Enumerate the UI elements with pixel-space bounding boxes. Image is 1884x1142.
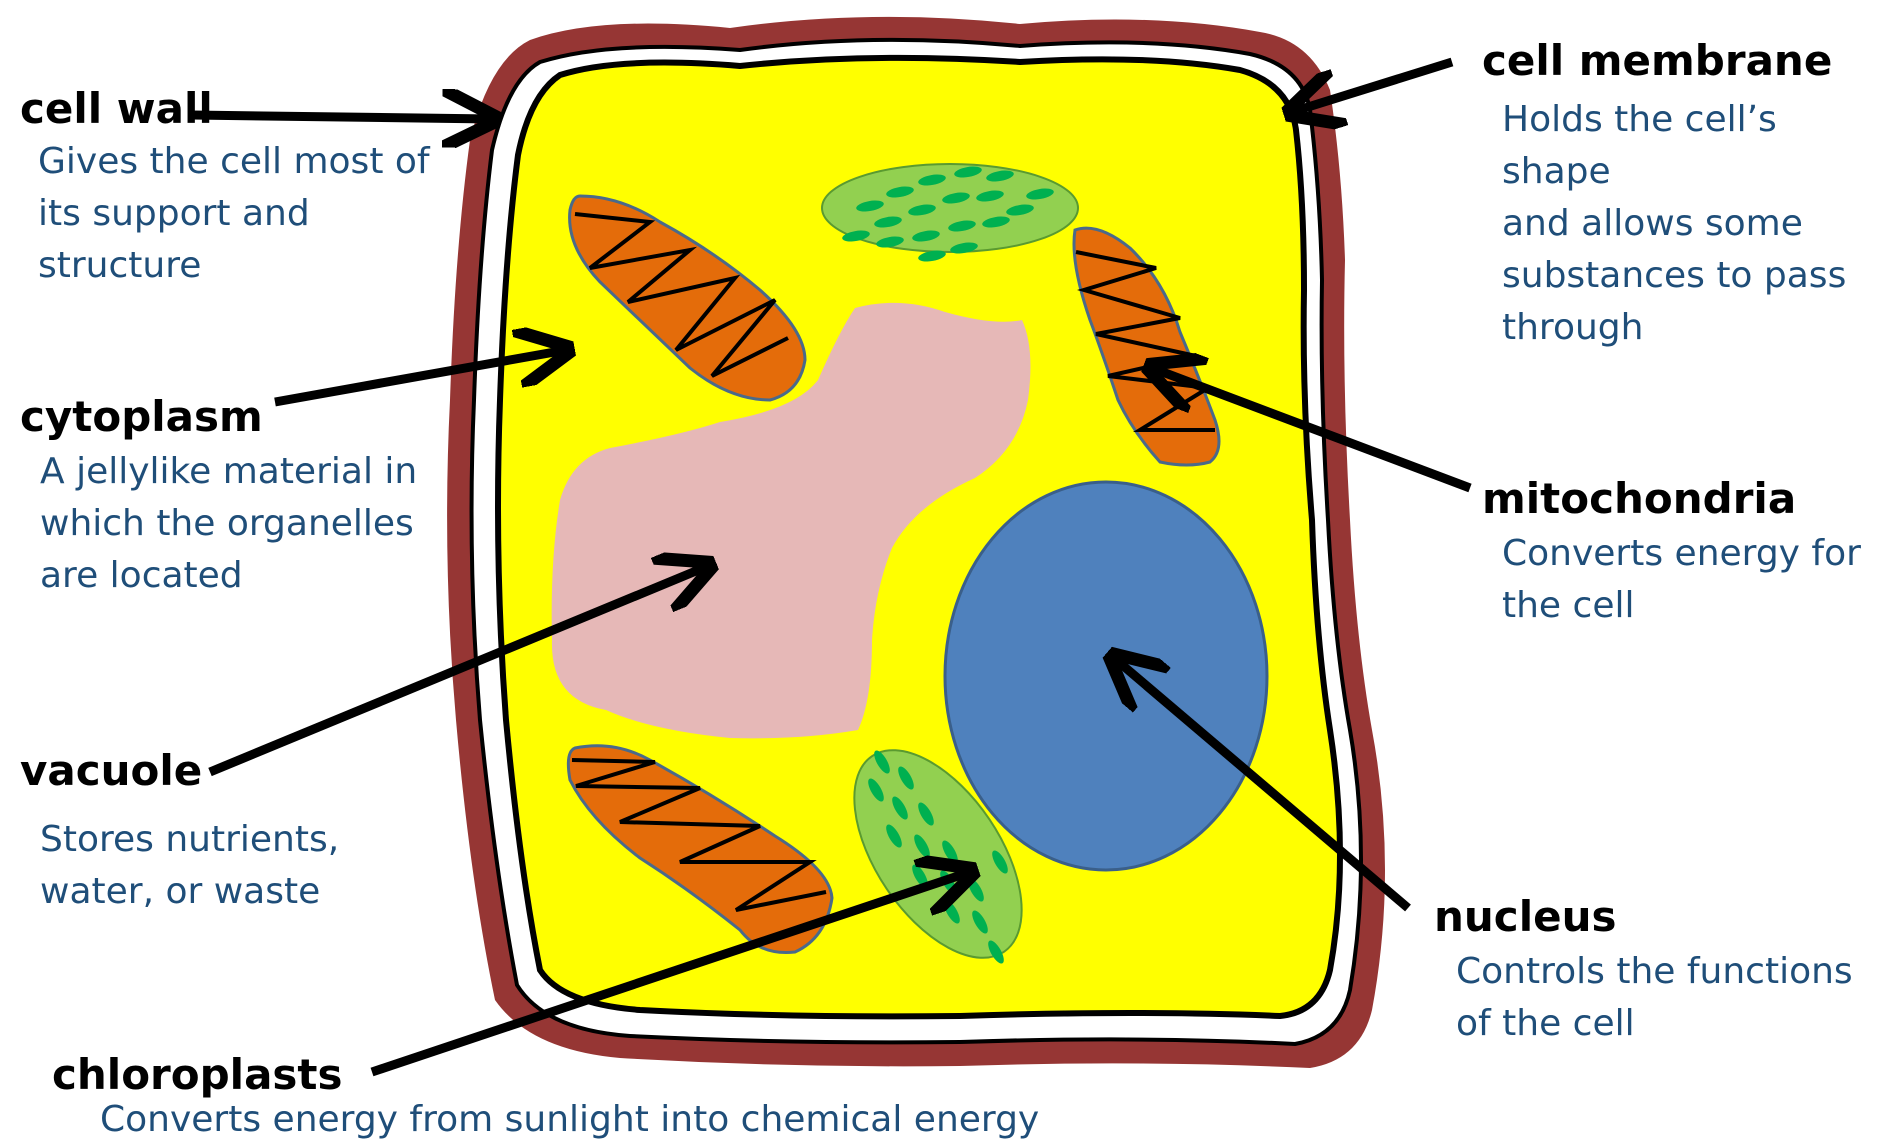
nucleus-desc-line: of the cell: [1456, 998, 1853, 1050]
cell-membrane-label: cell membrane: [1482, 40, 1832, 82]
cell-membrane-description: Holds the cell’s shape and allows some s…: [1502, 94, 1884, 354]
cytoplasm-desc-line: are located: [40, 550, 417, 602]
vacuole-desc-line: water, or waste: [40, 866, 339, 918]
cytoplasm-label: cytoplasm: [20, 396, 263, 438]
cell-wall-description: Gives the cell most of its support and s…: [38, 136, 430, 292]
nucleus-shape: [945, 482, 1267, 870]
chloroplasts-desc-line: Converts energy from sunlight into chemi…: [100, 1098, 1039, 1142]
mitochondria-desc-line: the cell: [1502, 580, 1861, 632]
mitochondria-label: mitochondria: [1482, 478, 1796, 520]
vacuole-desc-line: Stores nutrients,: [40, 814, 339, 866]
cell-membrane-desc-line: and allows some: [1502, 198, 1884, 250]
nucleus-description: Controls the functions of the cell: [1456, 946, 1853, 1050]
cell-wall-desc-line: Gives the cell most of: [38, 136, 430, 188]
cytoplasm-description: A jellylike material in which the organe…: [40, 446, 417, 602]
cytoplasm-desc-line: A jellylike material in: [40, 446, 417, 498]
vacuole-description: Stores nutrients, water, or waste: [40, 814, 339, 918]
cytoplasm-desc-line: which the organelles: [40, 498, 417, 550]
cell-membrane-desc-line: Holds the cell’s shape: [1502, 94, 1884, 198]
cell-wall-label: cell wall: [20, 88, 213, 130]
cell-wall-desc-line: its support and: [38, 188, 430, 240]
cell-membrane-desc-line: substances to pass: [1502, 250, 1884, 302]
cell-membrane-desc-line: through: [1502, 302, 1884, 354]
chloroplasts-description: Converts energy from sunlight into chemi…: [100, 1098, 1039, 1142]
cell-wall-desc-line: structure: [38, 240, 430, 292]
mitochondria-description: Converts energy for the cell: [1502, 528, 1861, 632]
vacuole-label: vacuole: [20, 750, 202, 792]
mitochondria-desc-line: Converts energy for: [1502, 528, 1861, 580]
arrow-cell-wall: [192, 115, 492, 119]
chloroplasts-label: chloroplasts: [52, 1054, 343, 1096]
nucleus-label: nucleus: [1434, 896, 1616, 938]
nucleus-desc-line: Controls the functions: [1456, 946, 1853, 998]
